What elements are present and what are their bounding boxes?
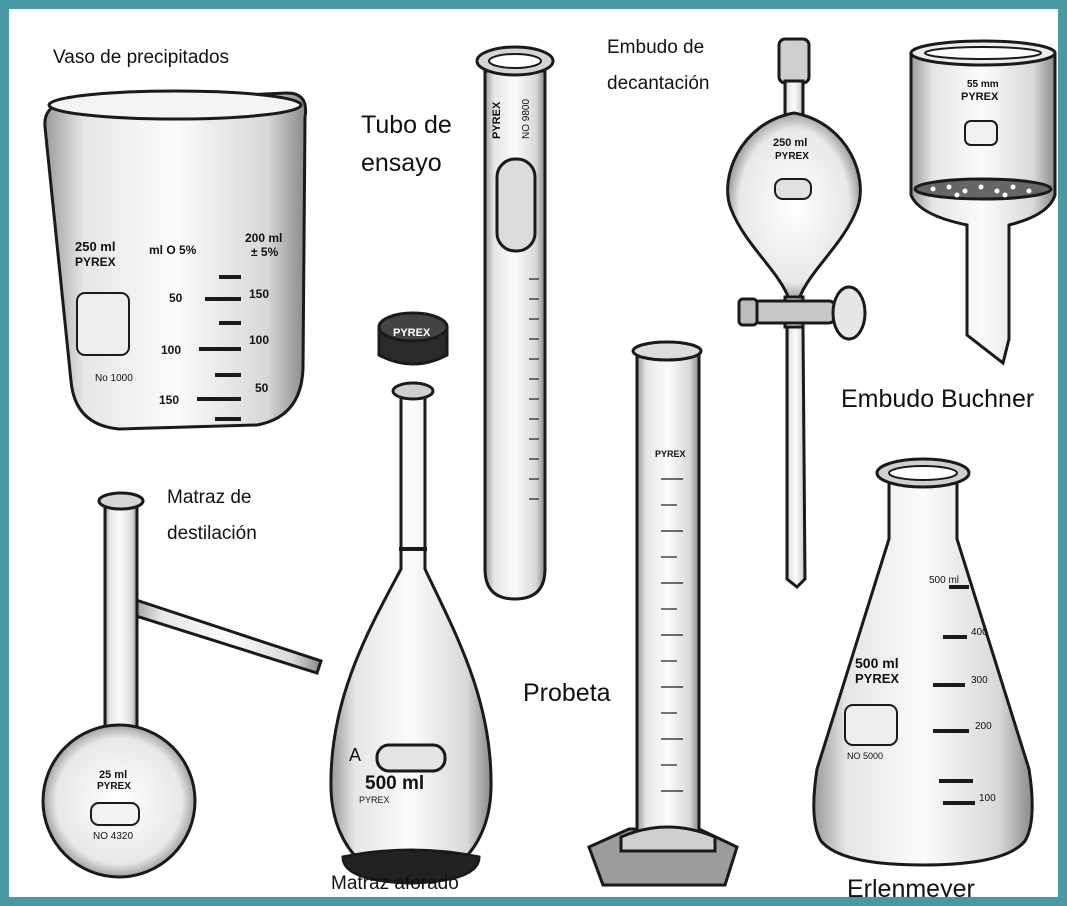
- stopper-brand-mark: PYREX: [393, 327, 430, 340]
- label-probeta: Probeta: [523, 677, 611, 710]
- vol-flask-capacity-mark: 500 ml: [365, 773, 424, 794]
- buchner-size-mark: 55 mm: [967, 79, 999, 91]
- label-matraz-destilacion-line1: Matraz de: [167, 485, 251, 511]
- label-vaso-precipitados: Vaso de precipitados: [53, 45, 229, 71]
- label-tubo-ensayo-line1: Tubo de: [361, 109, 452, 142]
- beaker-left-scale-mark: 50: [169, 291, 182, 305]
- volumetric-flask: [331, 313, 491, 883]
- erlenmeyer-brand-mark: PYREX: [855, 671, 899, 686]
- vol-flask-class-mark: A: [349, 745, 361, 765]
- beaker-right-capacity-mark: 200 ml: [245, 231, 282, 245]
- erlenmeyer-model-mark: NO 5000: [847, 751, 883, 762]
- label-matraz-aforado: Matraz aforado: [331, 871, 459, 897]
- erlenmeyer-scale-mark: 100: [979, 793, 996, 805]
- distillation-flask-brand-mark: PYREX: [97, 781, 131, 793]
- erlenmeyer-flask: [814, 459, 1032, 865]
- buchner-brand-mark: PYREX: [961, 91, 998, 104]
- erlenmeyer-capacity-mark: 500 ml: [855, 655, 899, 671]
- beaker-capacity-mark: 250 ml: [75, 239, 115, 255]
- erlenmeyer-scale-mark: 200: [975, 721, 992, 733]
- label-embudo-decantacion-line1: Embudo de: [607, 35, 704, 61]
- distillation-flask-model-mark: NO 4320: [93, 831, 133, 843]
- beaker-right-scale-mark: 100: [249, 333, 269, 347]
- beaker-model-mark: No 1000: [95, 373, 133, 385]
- test-tube: [477, 47, 553, 599]
- separatory-funnel: [728, 39, 865, 587]
- test-tube-model-mark: NO 9800: [521, 99, 533, 139]
- beaker-left-scale-mark: 100: [161, 343, 181, 357]
- erlenmeyer-scale-mark: 500 ml: [929, 575, 959, 587]
- erlenmeyer-scale-mark: 400: [971, 627, 988, 639]
- lab-glassware-illustration: [9, 9, 1067, 906]
- sep-funnel-capacity-mark: 250 ml: [773, 137, 807, 150]
- vol-flask-brand-mark: PYREX: [359, 795, 390, 806]
- distillation-flask: [43, 493, 321, 877]
- cylinder-brand-mark: PYREX: [655, 449, 686, 460]
- beaker-tolerance-mark: ml O 5%: [149, 243, 196, 257]
- label-embudo-decantacion-line2: decantación: [607, 71, 709, 97]
- label-embudo-buchner: Embudo Buchner: [841, 383, 1034, 416]
- label-erlenmeyer: Erlenmeyer: [847, 873, 975, 906]
- test-tube-brand-mark: PYREX: [491, 102, 504, 139]
- beaker-brand-mark: PYREX: [75, 255, 116, 269]
- erlenmeyer-scale-mark: 300: [971, 675, 988, 687]
- beaker-right-tolerance-mark: ± 5%: [251, 245, 278, 259]
- beaker-left-scale-mark: 150: [159, 393, 179, 407]
- label-tubo-ensayo-line2: ensayo: [361, 147, 442, 180]
- label-matraz-destilacion-line2: destilación: [167, 521, 257, 547]
- beaker-right-scale-mark: 150: [249, 287, 269, 301]
- sep-funnel-brand-mark: PYREX: [775, 151, 809, 163]
- beaker-right-scale-mark: 50: [255, 381, 268, 395]
- graduated-cylinder: [589, 342, 737, 885]
